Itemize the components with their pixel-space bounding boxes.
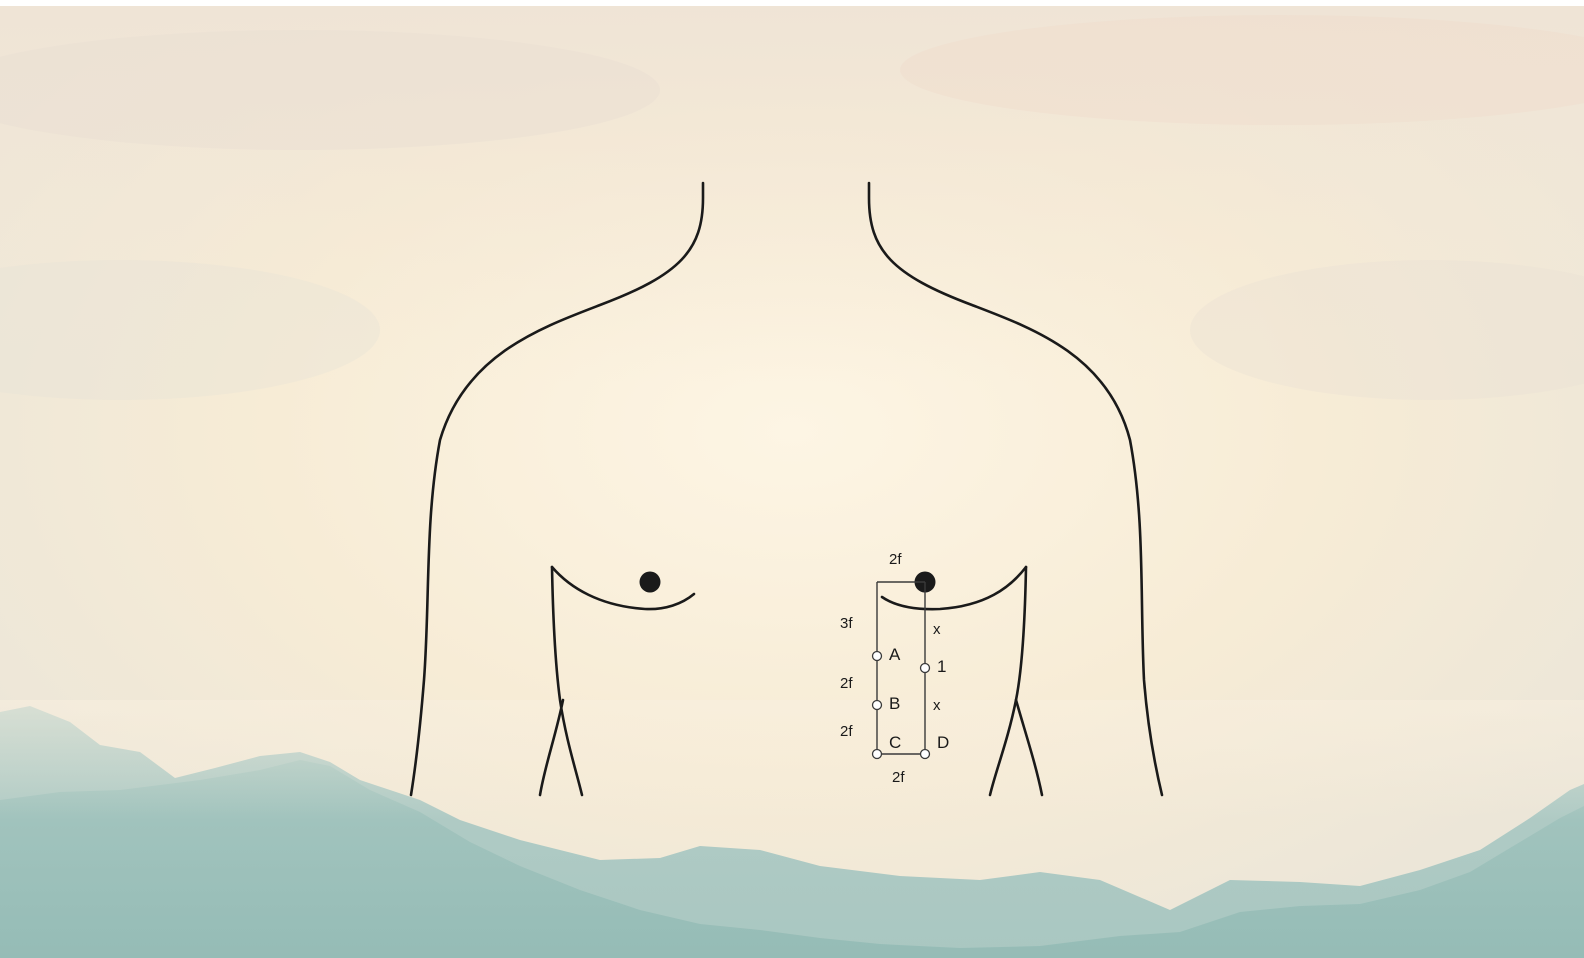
upper-right-gap-label: x xyxy=(933,621,941,638)
bottom-width-label: 2f xyxy=(892,769,905,786)
point-b-label: B xyxy=(889,694,900,713)
point-a-label: A xyxy=(889,645,901,664)
lower-left-gap-label: 2f xyxy=(840,723,853,740)
point-1-marker xyxy=(921,664,930,673)
left-nipple-dot xyxy=(640,572,661,593)
middle-right-gap-label: x xyxy=(933,697,941,714)
point-1-label: 1 xyxy=(937,657,946,676)
middle-left-gap-label: 2f xyxy=(840,675,853,692)
point-b-marker xyxy=(873,701,882,710)
point-d-marker xyxy=(921,750,930,759)
point-c-label: C xyxy=(889,733,901,752)
upper-left-gap-label: 3f xyxy=(840,615,853,632)
point-a-marker xyxy=(873,652,882,661)
top-width-label: 2f xyxy=(889,551,902,568)
point-d-label: D xyxy=(937,733,949,752)
point-c-marker xyxy=(873,750,882,759)
